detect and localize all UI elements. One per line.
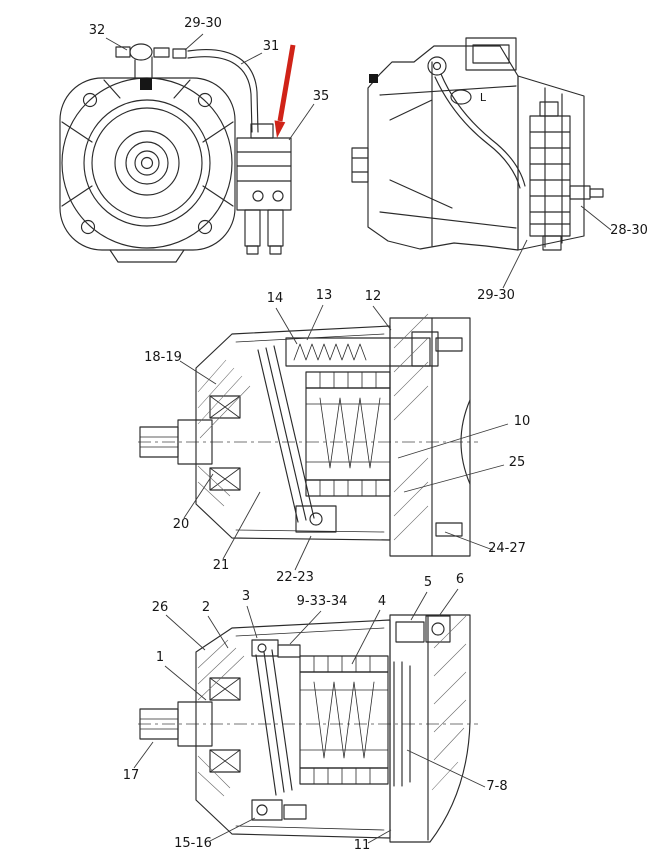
tube-31	[187, 49, 259, 133]
callout-17: 17	[123, 768, 140, 783]
callout-3: 3	[242, 589, 250, 604]
front-leader-lines	[105, 33, 315, 141]
callout-15-16: 15-16	[174, 836, 212, 851]
mid-shaft	[139, 419, 213, 465]
callout-18-19: 18-19	[144, 350, 182, 365]
callout-29-30-front: 29-30	[184, 16, 222, 31]
pump-side-body	[351, 45, 585, 251]
tube-fitting	[427, 56, 447, 76]
callout-13: 13	[316, 288, 333, 303]
top-plug-9-33-34	[251, 639, 301, 658]
bottom-end-cap	[389, 614, 471, 843]
callout-20: 20	[173, 517, 190, 532]
side-view-drawing: L 28-30 29-30	[351, 37, 648, 303]
mid-leader-lines	[179, 304, 509, 571]
bottom-swashplate	[255, 649, 293, 796]
bottom-bearing-upper	[209, 677, 241, 701]
pump-front-housing	[59, 77, 236, 263]
callout-6: 6	[456, 572, 464, 587]
mid-control-bore	[285, 331, 439, 367]
mid-cylinder-block	[305, 371, 391, 497]
bottom-cylinder-block	[299, 655, 389, 785]
mid-hatching	[197, 313, 429, 541]
connector-29-30-front	[172, 48, 187, 59]
mid-bottom-valve	[295, 505, 337, 533]
valve-group-35	[236, 123, 292, 255]
callout-14: 14	[267, 291, 284, 306]
mid-section-drawing: 14 13 12 18-19 10 25 20 21 22-23 24-27	[138, 288, 530, 585]
front-view-drawing: 32 29-30 31 35	[59, 16, 330, 263]
callout-29-30-side: 29-30	[477, 288, 515, 303]
side-leader-lines	[502, 205, 612, 289]
mid-housing	[195, 325, 391, 541]
callout-31: 31	[263, 39, 280, 54]
mid-bearing-upper	[209, 395, 241, 419]
mid-swashplate	[257, 345, 315, 523]
callout-28-30: 28-30	[610, 223, 648, 238]
callout-2: 2	[202, 600, 210, 615]
callout-5: 5	[424, 575, 432, 590]
side-tube	[434, 73, 526, 189]
bottom-shaft	[139, 701, 213, 747]
callout-25: 25	[509, 455, 526, 470]
callout-10: 10	[514, 414, 531, 429]
callout-21: 21	[213, 558, 230, 573]
callout-1: 1	[156, 650, 164, 665]
bottom-plug-15-16	[251, 799, 307, 821]
callout-22-23: 22-23	[276, 570, 314, 585]
callout-12: 12	[365, 289, 382, 304]
fitting-32	[115, 43, 170, 90]
mid-bearing-lower	[209, 467, 241, 491]
case-drain-port	[450, 89, 472, 105]
port-label-L: L	[480, 91, 487, 104]
red-pointer-arrow	[274, 44, 296, 138]
callout-4: 4	[378, 594, 386, 609]
callout-24-27: 24-27	[488, 541, 526, 556]
top-fittings-5-6	[395, 615, 451, 643]
side-valve-group	[529, 101, 604, 251]
bottom-section-drawing: 26 2 3 9-33-34 4 5 6 1 17 7-8 15-16 11	[123, 572, 508, 853]
callout-26: 26	[152, 600, 169, 615]
bottom-hatching	[197, 615, 467, 797]
callout-9-33-34: 9-33-34	[297, 594, 348, 609]
top-valve-block	[465, 37, 517, 71]
callout-35: 35	[313, 89, 330, 104]
callout-32: 32	[89, 23, 106, 38]
callout-7-8: 7-8	[486, 779, 507, 794]
valve-plate-7-8	[393, 661, 411, 787]
callout-11: 11	[354, 838, 371, 853]
bottom-bearing-lower	[209, 749, 241, 773]
bottom-leader-lines	[133, 588, 486, 844]
